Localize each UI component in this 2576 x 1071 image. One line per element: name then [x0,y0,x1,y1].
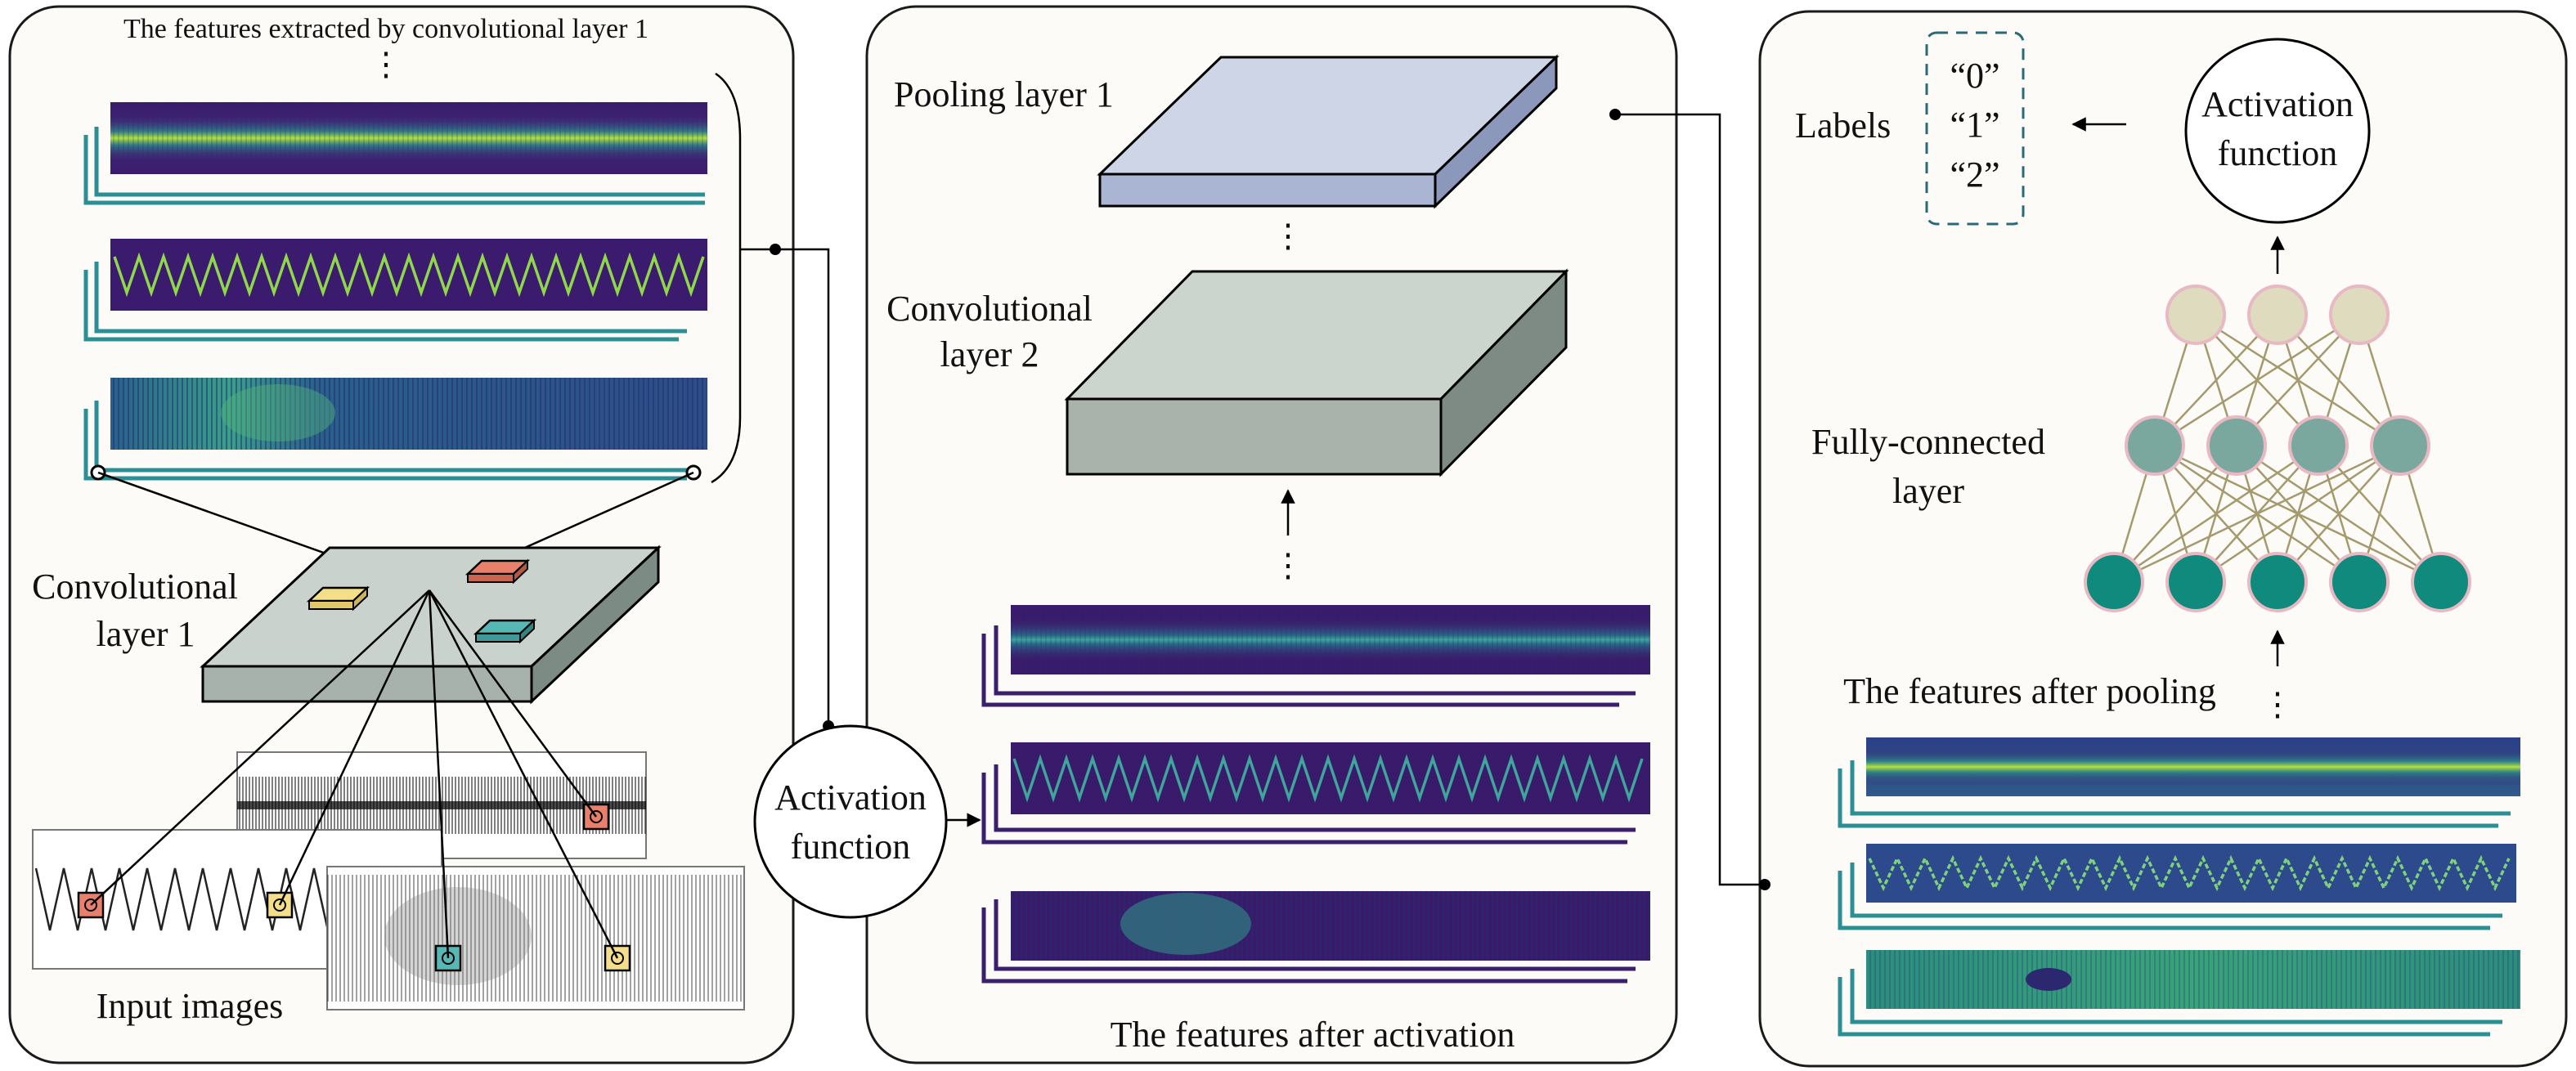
activation-right-line1: Activation [2201,84,2354,124]
nn-node [2329,552,2390,612]
connector-dot-4 [1759,879,1770,890]
nn-edge [2195,313,2401,447]
input-image-front [326,866,745,1011]
label-1: “1” [1950,105,1999,145]
kernel-teal [473,618,537,644]
nn-node [2165,552,2226,612]
pooled-feature-map-1 [1838,737,2520,828]
features-after-activation-label: The features after activation [1111,1015,1515,1055]
label-0: “0” [1950,56,1999,96]
ellipsis-activation-conv2: ⋮ [1272,547,1304,584]
ellipsis-pool-conv2: ⋮ [1272,217,1304,254]
fc-layer-label-line1: Fully-connected [1811,422,2045,462]
kernel-yellow [306,585,370,612]
labels-box [1925,31,2025,226]
fc-layer-label-line2: layer [1892,471,1964,511]
activation-function-circle-right [2184,38,2371,224]
nn-node [2247,285,2308,345]
nn-edge [2154,444,2360,584]
nn-edge [2154,444,2442,584]
conv1-feature-map-1 [83,102,707,205]
nn-edge [2154,445,2278,583]
nn-node [2288,415,2349,476]
activation-function-circle-middle [753,724,948,919]
nn-edge [2318,445,2442,583]
fully-connected-network [2084,285,2471,612]
activation-right-line2: function [2218,133,2338,173]
conv-layer-2-label-line2: layer 2 [940,334,1039,374]
pooling-layer-1-label: Pooling layer 1 [894,74,1114,114]
pooled-feature-map-3 [1838,950,2520,1037]
labels-title: Labels [1795,105,1891,146]
pooling-layer-1-slab [1097,54,1560,209]
activation-label-line1: Activation [774,777,927,818]
conv-layer-2-slab [1064,268,1569,477]
label-2: “2” [1950,155,1999,195]
nn-node [2329,285,2390,345]
activated-feature-map-1 [981,605,1650,707]
feature-bracket [711,72,742,484]
pooled-feature-map-2 [1838,844,2516,930]
conv1-feature-map-3 [83,378,707,481]
nn-node [2370,415,2430,476]
right-panel [1758,10,2568,1068]
kernel-orange [464,558,531,585]
nn-node [2084,552,2144,612]
features-after-pooling-label: The features after pooling [1843,671,2216,711]
activated-feature-map-3 [981,891,1650,984]
features-conv1-title: The features extracted by convolutional … [123,14,648,44]
activation-label-line2: function [791,827,911,867]
ellipsis-top-left: ⋮ [370,46,402,83]
nn-node [2247,552,2308,612]
ellipsis-pooling-fc: ⋮ [2261,686,2294,723]
conv1-feature-map-2 [83,239,707,342]
conv-layer-2-label-line1: Convolutional [886,289,1093,329]
conv-layer-1-label-line2: layer 1 [96,614,195,654]
nn-node [2165,285,2226,345]
conv-layer-1-slab [200,544,662,705]
nn-node [2125,415,2185,476]
nn-edge [2236,444,2442,584]
conv-layer-1-label-line1: Convolutional [32,567,238,607]
input-images-label: Input images [96,986,284,1026]
nn-node [2206,415,2267,476]
input-kernel-yellow-2 [604,944,631,972]
activated-feature-map-2 [981,742,1650,845]
nn-node [2411,552,2471,612]
